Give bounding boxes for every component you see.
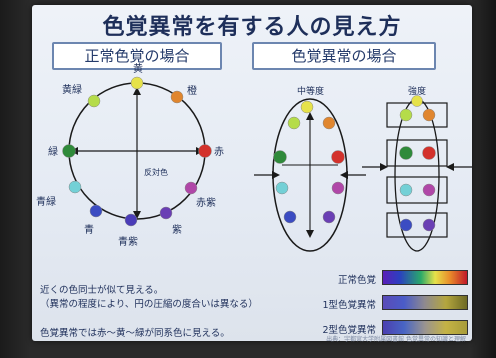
diagram-canvas: 黄 橙 赤 赤紫 紫 青紫 青 青緑 緑 黄緑 反対色 中等度 [36,62,472,252]
group-box-3 [386,176,448,204]
label-orange: 橙 [187,84,197,97]
note-compression: （異常の程度により、円の圧縮の度合いは異なる） [40,299,258,310]
source-credit: 出典：宇都宮大学附属図書館 色覚異常の知識と理解 [326,336,466,343]
normal-vision-header: 正常色覚の場合 [52,42,222,70]
slide-title: 色覚異常を有する人の見え方 [102,15,402,40]
label-yellow-green: 黄緑 [62,83,82,96]
label-purple: 紫 [172,224,182,236]
label-moderate: 中等度 [297,85,324,97]
swatch-yellowgreen [87,94,101,108]
swatch-green [62,144,76,158]
moderate-deficiency-diagram: 中等度 [254,85,366,252]
label-blue-purple: 青紫 [118,235,138,248]
bar-label-protan: 1型色覚異常 [322,300,376,311]
swatch-blue-violet [124,213,138,227]
label-red: 赤 [214,146,224,158]
label-blue: 青 [84,223,94,236]
group-box-4 [386,212,448,238]
label-green: 緑 [48,145,58,158]
swatch-cyan [68,180,82,194]
bar-label-normal: 正常色覚 [337,275,376,286]
label-opposite-color: 反対色 [144,167,168,177]
label-yellow: 黄 [133,62,143,75]
swatch-magenta [184,181,198,195]
swatch-red [198,144,212,158]
label-blue-green: 青緑 [36,195,56,208]
group-box-2 [386,139,448,167]
label-red-purple: 赤紫 [196,197,216,209]
bar-label-deutan: 2型色覚異常 [322,325,376,336]
note-similar-colors: 近くの色同士が似て見える。 [40,285,164,296]
swatch-orange [170,90,184,104]
swatch-purple [159,206,173,220]
note-red-yellow-green: 色覚異常では赤～黄～緑が同系色に見える。 [40,328,230,339]
color-deficiency-header: 色覚異常の場合 [252,42,436,70]
spectrum-bar-deutan [382,320,468,335]
normal-color-wheel: 黄 橙 赤 赤紫 紫 青紫 青 青緑 緑 黄緑 反対色 [36,62,224,248]
strong-deficiency-diagram: 強度 [362,85,472,252]
spectrum-bar-protan [382,295,468,310]
swatch-blue [89,204,103,218]
swatch-yellow [130,76,144,90]
slide: 色覚異常を有する人の見え方 正常色覚の場合 色覚異常の場合 黄 橙 赤 赤 [32,5,472,343]
label-strong: 強度 [408,85,426,97]
spectrum-bar-normal [382,270,468,285]
